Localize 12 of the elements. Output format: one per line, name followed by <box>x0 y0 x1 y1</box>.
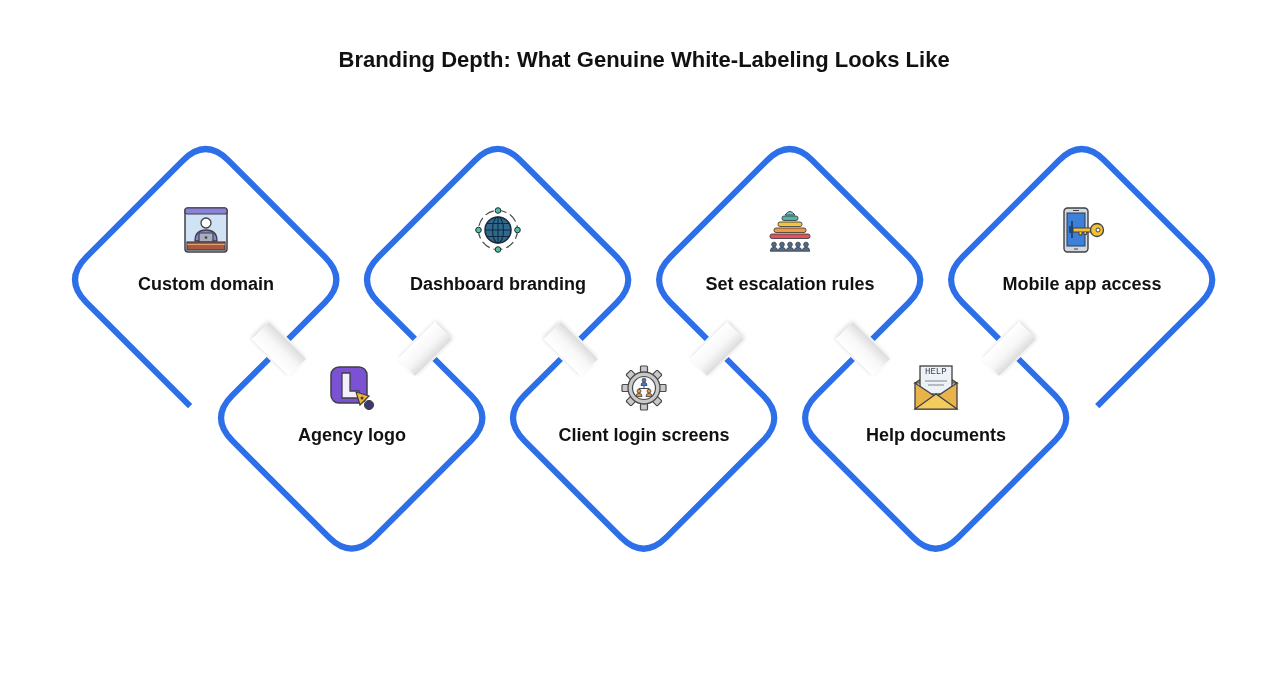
feature-label: Mobile app access <box>1002 274 1162 296</box>
feature-label: Agency logo <box>298 425 406 447</box>
feature-label: Custom domain <box>138 274 274 296</box>
diamond-frame <box>656 146 924 343</box>
sign-text: HELP <box>925 368 947 378</box>
diagram-title: Branding Depth: What Genuine White-Labeling Looks Like <box>338 47 950 74</box>
diamond-frame <box>218 355 486 552</box>
feature-label: Set escalation rules <box>705 274 875 296</box>
feature-label: Help documents <box>866 425 1006 447</box>
feature-label: Dashboard branding <box>410 274 586 296</box>
feature-label: Client login screens <box>558 425 730 447</box>
diamond-frame <box>364 146 632 343</box>
